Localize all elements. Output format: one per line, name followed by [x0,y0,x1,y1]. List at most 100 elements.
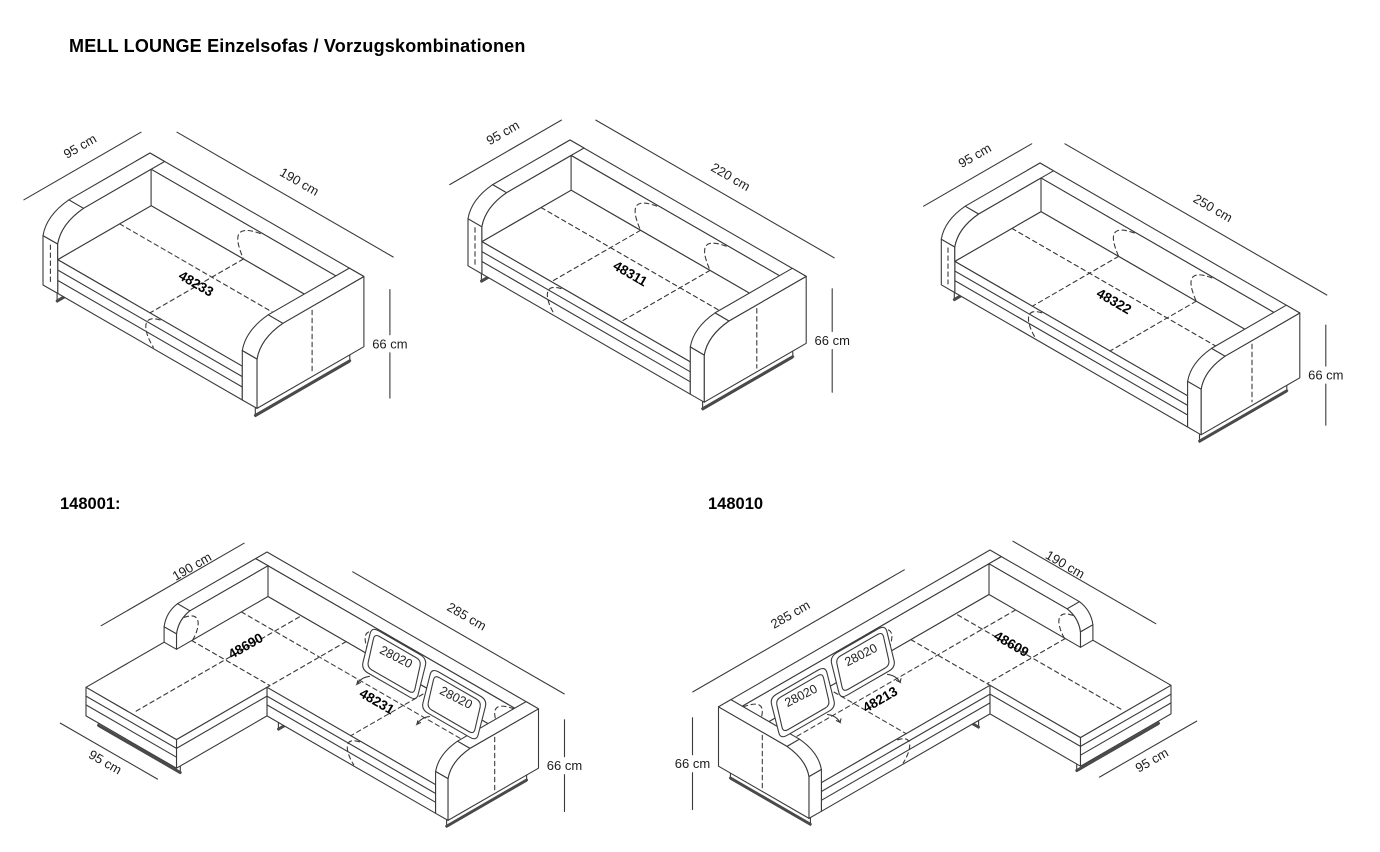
length-dimension-line [1064,143,1328,296]
seat-front-seam [820,702,991,801]
seat-front-seam [481,251,691,373]
loose-cushion-outline [830,626,895,698]
sled-leg-bar [253,359,352,417]
seat-front-seam-arc [546,286,562,316]
seat-front-seam-arc [346,740,360,766]
seat-front-seam [954,280,1189,416]
cushion-flip-arrow [887,673,902,684]
combination-code-148001: 148001: [60,495,121,513]
seat-front-seam [175,695,268,749]
depth-dimension-line [449,119,562,186]
combination-code-148010: 148010 [708,495,764,513]
seat-front-seam [57,279,243,388]
depth-dimension-line [23,131,142,201]
length-dimension-line [176,131,394,258]
chaise-length-dimension-line [1012,540,1157,625]
sled-leg-bar [701,355,795,411]
chaise-backrest-seam-arc [1058,613,1074,639]
depth-dimension-label: 95 cm [956,140,994,171]
depth-dimension-line [1098,720,1198,778]
seat-division-seam [550,229,642,283]
seat-front-seam [57,269,243,378]
depth-dimension-label: 95 cm [484,117,522,148]
sofa-length-dimension-line [692,569,905,693]
chaise-length-seam [134,616,300,713]
sled-leg-bar [445,778,528,828]
loose-cushion-piping [427,676,481,734]
seat-division-seam [910,639,991,686]
depth-dimension-label: 95 cm [86,747,124,778]
loose-cushion-piping [776,674,830,732]
seat-front-seam [85,704,178,758]
sled-leg-bar [1198,389,1289,443]
height-dimension-label: 66 cm [547,758,582,773]
armrest-front-face [435,770,449,821]
depth-dimension-label: 95 cm [1133,745,1171,776]
seat-front-seam [989,693,1082,747]
backrest-seam-arc [704,242,727,271]
sled-leg-bar [97,723,182,774]
backrest-seam-arc [1190,274,1213,302]
seat-top-seam [768,609,1017,753]
backrest-seam-arc [237,229,261,260]
armrest-front-face [1187,380,1202,436]
seat-front-seam-arc [1027,311,1043,339]
backrest-seam-arc [1112,229,1135,257]
height-dimension-label: 66 cm [372,336,407,351]
chaise-length-dimension-label: 190 cm [170,549,214,583]
loose-cushion-outline [770,667,835,738]
armrest-inner-face [57,168,152,261]
cushion-flip-arrow [415,715,430,726]
chaise-backrest-seam-arc [183,615,199,641]
loose-cushion-outline [422,669,487,740]
armrest-front-face [808,768,822,819]
chaise-backrest-end-face [163,626,178,650]
depth-dimension-line [923,143,1033,207]
chaise-cross-seam [986,637,1066,685]
seat-top-seam [540,206,750,329]
loose-cushion-piping [367,634,421,693]
chaise-length-seam [957,614,1123,711]
height-dimension-label: 66 cm [675,756,710,771]
seat-front-seam [266,695,437,795]
seat-division-seam [1109,300,1197,352]
seat-front-seam [266,704,437,803]
depth-dimension-label: 95 cm [61,131,99,162]
armrest-inner-face [481,154,572,243]
seat-front-seam [1079,693,1172,747]
cushion-flip-arrow [355,675,370,686]
backrest-seam-arc [634,202,658,231]
seat-division-seam [350,689,431,737]
chaise-length-dimension-label: 190 cm [1043,547,1087,581]
seat-division-seam [266,641,347,688]
armrest-front-face [241,350,258,409]
seat-front-seam-arc [897,738,911,764]
seat-top-seam [240,611,489,755]
seat-division-seam [620,269,711,323]
height-dimension-label: 66 cm [1308,368,1343,383]
armrest-front-face [689,346,705,403]
seat-front-seam [820,693,991,793]
cushion-flip-arrow [827,713,842,724]
loose-cushion-outline [362,628,427,700]
chaise-length-dimension-line [100,542,245,627]
seat-front-seam [1079,702,1172,756]
armrest-inner-face [954,177,1042,262]
loose-cushion-piping [836,632,890,691]
chaise-backrest-end-face [1079,624,1094,648]
